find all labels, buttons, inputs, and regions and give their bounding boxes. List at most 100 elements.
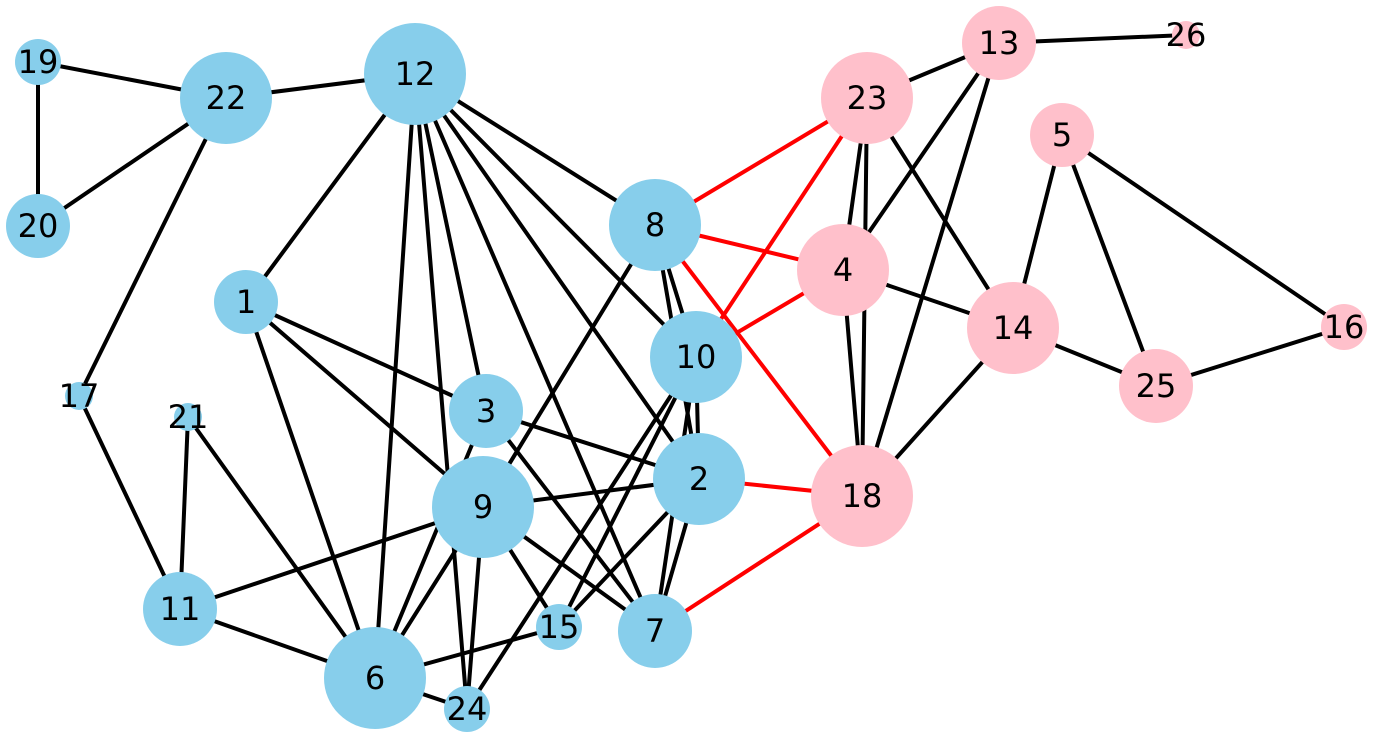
node-22: 22 [180,52,272,144]
node-label: 6 [365,659,385,697]
node-15: 15 [536,604,582,650]
node-circle [143,572,217,646]
edge-12-2 [413,72,701,481]
node-circle [797,224,889,316]
node-12: 12 [364,23,466,125]
node-circle [536,604,582,650]
node-circle [650,311,742,403]
node-label: 9 [473,488,493,526]
edge-3-7 [484,409,657,633]
node-21: 21 [168,398,209,436]
edge-10-15 [557,355,698,629]
node-circle [967,282,1059,374]
node-circle [618,594,692,668]
edge-8-18 [653,223,864,498]
node-13: 13 [962,6,1036,80]
edge-5-16 [1060,133,1346,329]
edge-13-18 [860,41,1001,498]
node-circle [214,270,278,334]
node-circle [1119,349,1193,423]
node-circle [324,627,426,729]
node-18: 18 [811,445,913,547]
edge-1-9 [244,300,485,509]
node-circle [962,6,1036,80]
node-17: 17 [59,377,100,415]
node-16: 16 [1321,304,1367,350]
node-label: 2 [689,460,709,498]
node-circle [432,456,534,558]
node-label: 4 [833,251,853,289]
edge-1-3 [244,300,488,413]
edge-11-9 [178,505,485,611]
edge-12-7 [413,72,657,633]
node-label: 5 [1052,116,1072,154]
node-14: 14 [967,282,1059,374]
node-circle [180,52,272,144]
node-label: 25 [1136,367,1177,405]
edge-21-6 [186,415,377,680]
node-label: 20 [18,207,59,245]
node-24: 24 [444,686,490,732]
node-label: 16 [1324,308,1365,346]
node-circle [609,179,701,271]
node-3: 3 [449,374,523,448]
node-6: 6 [324,627,426,729]
node-circle [15,39,61,85]
node-4: 4 [797,224,889,316]
node-26: 26 [1166,16,1207,54]
node-label: 22 [206,79,247,117]
edge-17-11 [77,394,182,611]
edge-12-6 [373,72,417,680]
edge-5-25 [1060,133,1158,388]
node-25: 25 [1119,349,1193,423]
node-19: 19 [15,39,61,85]
node-10: 10 [650,311,742,403]
node-label: 23 [847,79,888,117]
node-circle [444,686,490,732]
node-circle [1030,103,1094,167]
node-circle [821,52,913,144]
node-label: 7 [645,612,665,650]
node-label: 15 [539,608,580,646]
node-7: 7 [618,594,692,668]
node-label: 17 [59,377,100,415]
node-label: 26 [1166,16,1207,54]
node-label: 12 [395,55,436,93]
edge-24-10 [465,355,698,711]
node-23: 23 [821,52,913,144]
node-label: 1 [236,283,256,321]
node-label: 11 [160,590,201,628]
edge-9-8 [481,223,657,509]
node-circle [1172,21,1200,49]
node-circle [449,374,523,448]
node-label: 13 [979,24,1020,62]
node-9: 9 [432,456,534,558]
node-label: 18 [842,477,883,515]
edge-22-17 [77,96,228,398]
node-circle [174,403,202,431]
node-label: 3 [476,392,496,430]
edge-10-23 [694,96,869,359]
node-label: 10 [676,338,717,376]
node-label: 24 [447,690,488,728]
edge-12-3 [413,72,488,413]
node-circle [65,382,93,410]
node-20: 20 [6,194,70,258]
node-circle [6,194,70,258]
node-circle [811,445,913,547]
node-2: 2 [653,433,745,525]
node-label: 21 [168,398,209,436]
node-8: 8 [609,179,701,271]
edge-1-6 [244,300,377,680]
node-5: 5 [1030,103,1094,167]
node-circle [1321,304,1367,350]
node-circle [653,433,745,525]
node-circle [364,23,466,125]
node-1: 1 [214,270,278,334]
node-label: 19 [18,43,59,81]
node-label: 8 [645,206,665,244]
node-label: 14 [993,309,1034,347]
node-11: 11 [143,572,217,646]
